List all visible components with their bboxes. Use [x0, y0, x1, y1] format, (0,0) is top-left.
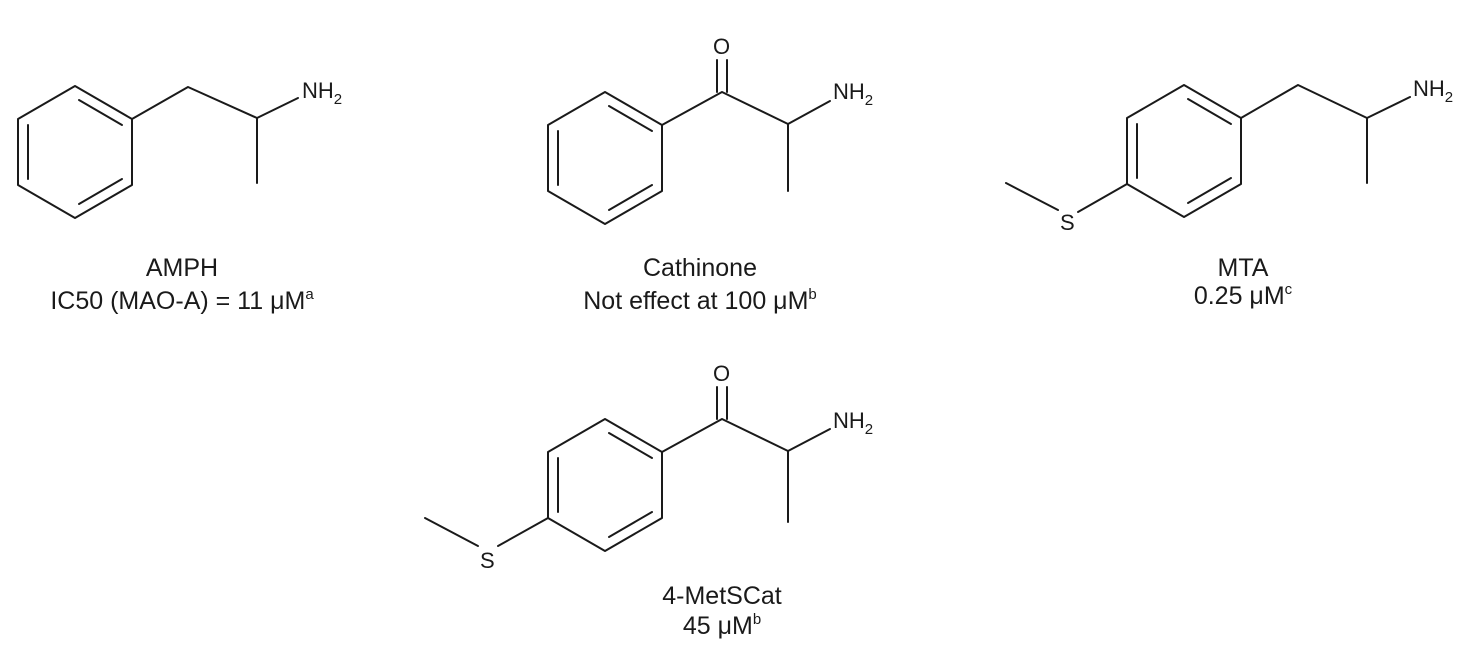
metscat-structure: O NH2 S — [424, 361, 873, 573]
cathinone-value: Not effect at 100 μMb — [583, 286, 817, 315]
mta-s-methyl-bond — [1005, 182, 1059, 211]
cathinone-oxygen-label: O — [713, 34, 730, 59]
mta-name: MTA — [1218, 254, 1269, 282]
mta-ring-double-bond — [1187, 98, 1232, 125]
mta-amine-bond — [1366, 96, 1411, 119]
amph-ring-double-bond — [78, 178, 123, 205]
metscat-ring-double-bond — [608, 511, 653, 538]
metscat-oxygen-label: O — [713, 361, 730, 386]
cathinone-benzene-ring — [547, 91, 663, 225]
metscat-amine-bond — [787, 428, 831, 452]
mta-amine-label: NH2 — [1413, 76, 1453, 106]
amph-benzene-ring — [17, 85, 133, 219]
amph-structure: NH2 — [17, 78, 342, 219]
metscat-ring-double-bond — [608, 432, 653, 459]
amph-name: AMPH — [146, 254, 218, 282]
mta-thioether-bond — [1077, 183, 1128, 213]
metscat-name: 4-MetSCat — [662, 582, 782, 610]
mta-sulfur-label: S — [1060, 210, 1075, 235]
metscat-side-chain — [661, 418, 789, 453]
amph-amine-bond — [256, 97, 299, 119]
cathinone-ring-double-bond — [608, 184, 653, 211]
cathinone-amine-label: NH2 — [833, 79, 873, 109]
metscat-thioether-bond — [497, 517, 549, 547]
mta-value: 0.25 μMc — [1194, 281, 1293, 310]
cathinone-amine-bond — [787, 100, 831, 125]
metscat-sulfur-label: S — [480, 548, 495, 573]
amph-amine-label: NH2 — [302, 78, 342, 108]
metscat-value: 45 μMb — [683, 611, 761, 640]
cathinone-structure: O NH2 — [547, 34, 873, 225]
cathinone-ring-double-bond — [608, 105, 653, 132]
amph-ring-double-bond — [78, 99, 123, 126]
mta-side-chain — [1240, 84, 1368, 119]
amph-value: IC50 (MAO-A) = 11 μMa — [50, 286, 314, 315]
mta-ring-double-bond — [1187, 177, 1232, 204]
metscat-s-methyl-bond — [424, 517, 479, 547]
cathinone-side-chain — [661, 91, 789, 126]
mta-benzene-ring — [1126, 84, 1242, 218]
metscat-amine-label: NH2 — [833, 408, 873, 438]
mta-structure: NH2 S — [1005, 76, 1453, 235]
cathinone-name: Cathinone — [643, 254, 757, 282]
metscat-benzene-ring — [547, 418, 663, 552]
amph-side-chain — [131, 86, 258, 120]
